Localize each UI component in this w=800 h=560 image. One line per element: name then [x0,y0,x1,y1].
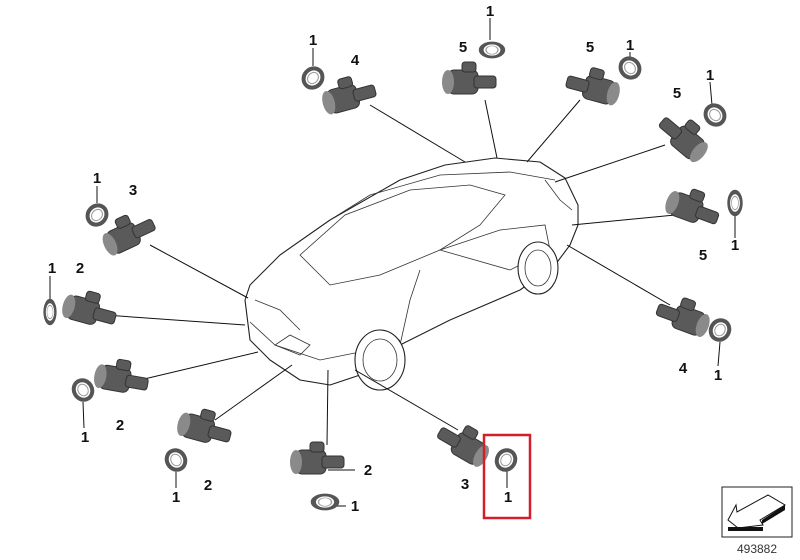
pdc-sensor[interactable] [317,70,379,117]
sealing-ring[interactable] [705,314,735,346]
callout-number: 1 [731,237,739,254]
pdc-sensor[interactable] [289,441,345,475]
callout-number: 1 [706,67,714,84]
sealing-ring[interactable] [81,199,113,231]
sealing-ring[interactable] [313,495,336,509]
pdc-sensor[interactable] [652,289,716,340]
pdc-sensor[interactable] [563,61,625,108]
pdc-sensor[interactable] [174,402,236,449]
sealing-ring[interactable] [297,62,329,94]
callout-number: 1 [93,170,101,187]
pdc-sensor[interactable] [662,181,725,231]
callout-number: 1 [351,498,359,515]
callout-number: 2 [204,477,212,494]
callout-number: 1 [172,489,180,506]
pdc-sensor[interactable] [59,284,121,331]
callout-number: 5 [673,85,681,102]
callout-number: 2 [76,260,84,277]
pdc-sensor[interactable] [432,414,497,470]
callout-number: 1 [81,429,89,446]
leader-lines [49,18,736,507]
callout-number: 3 [461,476,469,493]
callout-number: 5 [586,39,594,56]
callout-number: 5 [459,39,467,56]
sealing-ring[interactable] [699,99,731,131]
sealing-ring[interactable] [729,192,742,214]
callout-number: 2 [364,462,372,479]
navigation-arrow-icon[interactable] [721,486,793,538]
sealing-ring[interactable] [614,52,646,84]
callout-number: 1 [309,32,317,49]
callout-labels: 1 4 1 5 5 1 1 5 1 3 1 2 1 2 1 2 2 1 3 1 … [48,3,739,515]
sealing-ring[interactable] [481,43,503,57]
callout-number: 5 [699,247,707,264]
callout-number: 1 [486,3,494,20]
callout-number: 1 [48,260,56,277]
highlight-box [482,433,532,520]
callout-number: 1 [626,37,634,54]
pdc-sensor[interactable] [91,354,152,397]
car-outline [244,157,579,391]
callout-number: 1 [504,489,512,506]
sealing-ring[interactable] [68,374,98,406]
callout-number: 3 [129,182,137,199]
document-number: 493882 [737,542,777,556]
sealing-ring[interactable] [45,301,56,323]
callout-number: 2 [116,417,124,434]
sealing-ring[interactable] [161,444,191,476]
callout-number: 4 [351,52,360,69]
pdc-sensor[interactable] [441,61,497,95]
callout-number: 1 [714,367,722,384]
sealing-ring[interactable] [491,444,521,476]
callout-number: 4 [679,360,688,377]
